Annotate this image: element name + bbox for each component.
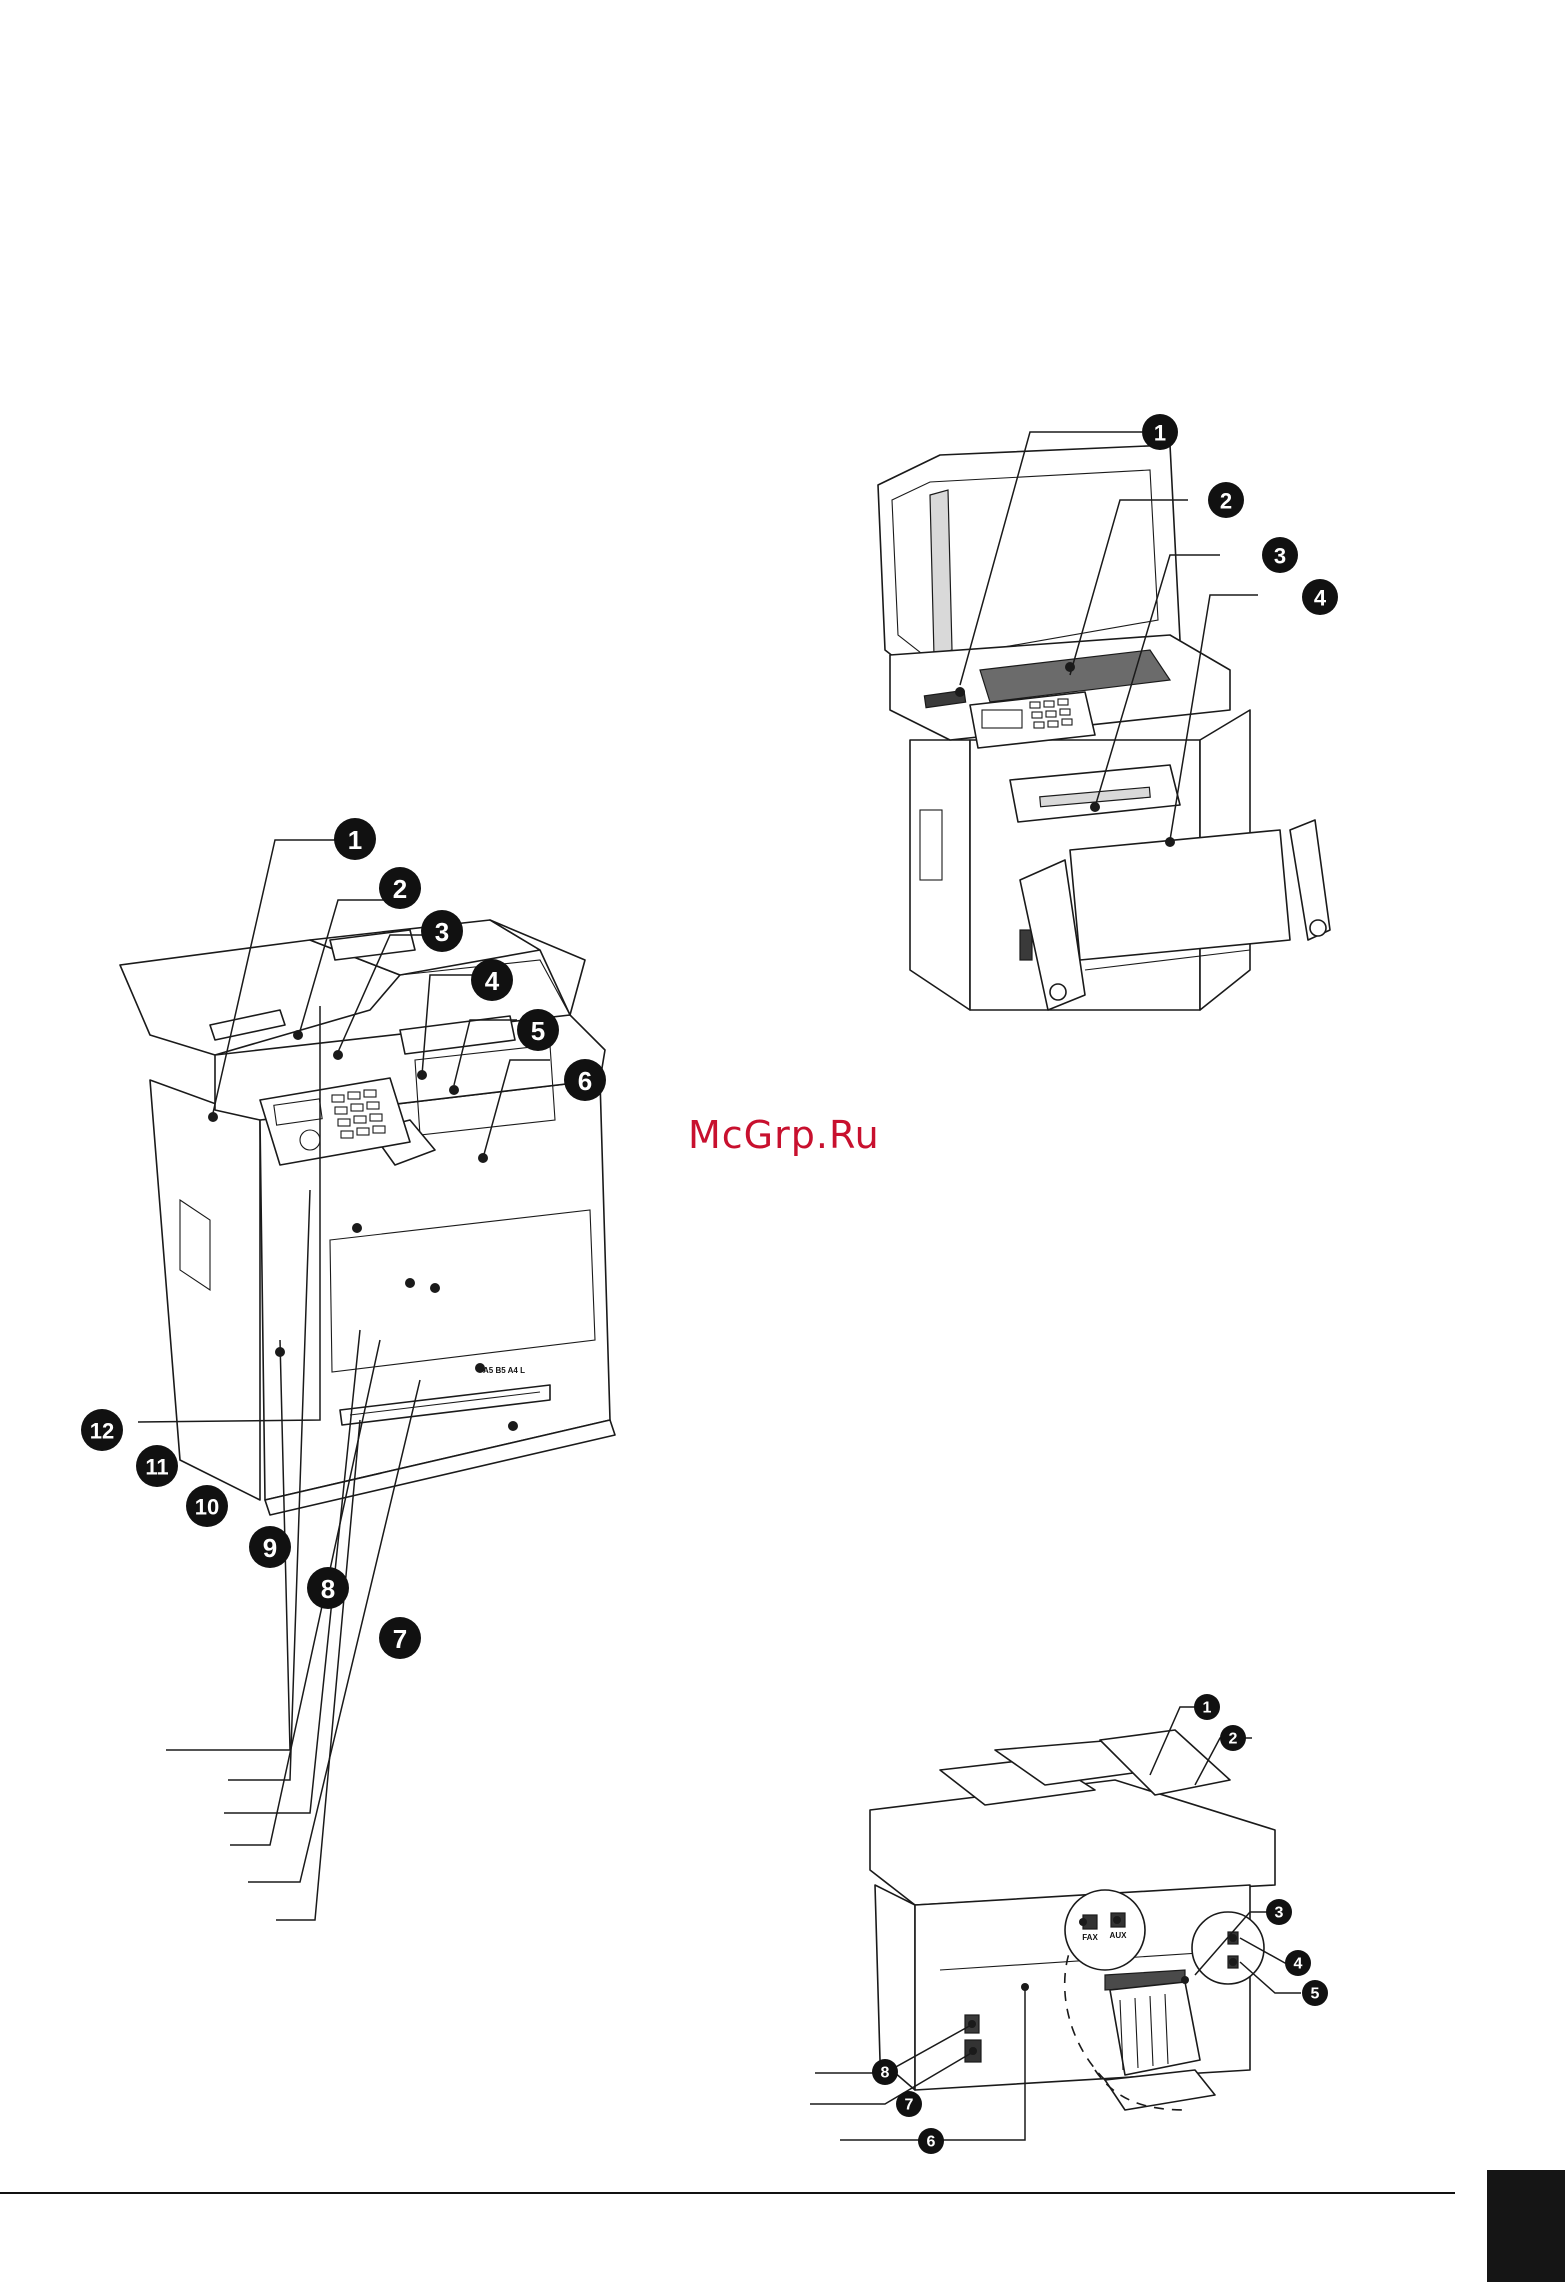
callout-rear-6: 6 [918,2128,944,2154]
svg-text:1: 1 [1203,1700,1212,1717]
callout-open-4: 4 [1302,579,1338,615]
svg-text:3: 3 [435,917,449,947]
callout-front-1: 1 [334,818,376,860]
callout-front-8: 8 [307,1567,349,1609]
svg-text:2: 2 [1229,1731,1238,1748]
callout-open-1: 1 [1142,414,1178,450]
svg-text:11: 11 [145,1455,168,1480]
svg-text:3: 3 [1274,544,1286,569]
svg-text:1: 1 [348,825,362,855]
watermark-text: McGrp.Ru [688,1113,880,1157]
callout-open-3: 3 [1262,537,1298,573]
svg-text:1: 1 [1154,421,1166,446]
page-tab [1487,2170,1565,2282]
svg-text:7: 7 [393,1624,407,1654]
footer-rule [0,2192,1455,2194]
svg-text:12: 12 [90,1419,114,1444]
callout-rear-4: 4 [1285,1950,1311,1976]
callout-open-2: 2 [1208,482,1244,518]
figure-rear-callouts: 1 2 3 4 5 6 7 8 [855,1690,1325,2150]
svg-text:5: 5 [1311,1986,1320,2003]
svg-text:8: 8 [881,2065,890,2082]
callout-front-6: 6 [564,1059,606,1101]
callout-front-4: 4 [471,959,513,1001]
svg-text:3: 3 [1275,1905,1284,1922]
callout-front-10: 10 [186,1485,228,1527]
callout-front-7: 7 [379,1617,421,1659]
svg-text:10: 10 [195,1495,219,1520]
callout-front-5: 5 [517,1009,559,1051]
callout-front-12: 12 [81,1409,123,1451]
figure-front-callouts: 1 2 3 4 5 6 7 8 9 10 11 12 [70,790,630,1670]
svg-text:2: 2 [393,874,407,904]
callout-rear-2: 2 [1220,1725,1246,1751]
callout-front-2: 2 [379,867,421,909]
callout-rear-1: 1 [1194,1694,1220,1720]
callout-front-3: 3 [421,910,463,952]
svg-text:2: 2 [1220,489,1232,514]
svg-text:6: 6 [578,1066,592,1096]
svg-text:7: 7 [905,2097,914,2114]
figure-open-callouts: 1 2 3 4 [1140,410,1380,630]
svg-text:4: 4 [1314,586,1327,611]
callout-rear-5: 5 [1302,1980,1328,2006]
callout-rear-7: 7 [896,2091,922,2117]
callout-rear-8: 8 [872,2059,898,2085]
svg-text:4: 4 [1294,1956,1303,1973]
callout-front-9: 9 [249,1526,291,1568]
svg-text:4: 4 [485,966,500,996]
svg-text:8: 8 [321,1574,335,1604]
callout-rear-3: 3 [1266,1899,1292,1925]
callout-front-11: 11 [136,1445,178,1487]
svg-text:6: 6 [927,2134,936,2151]
svg-text:5: 5 [531,1016,545,1046]
svg-text:9: 9 [263,1533,277,1563]
